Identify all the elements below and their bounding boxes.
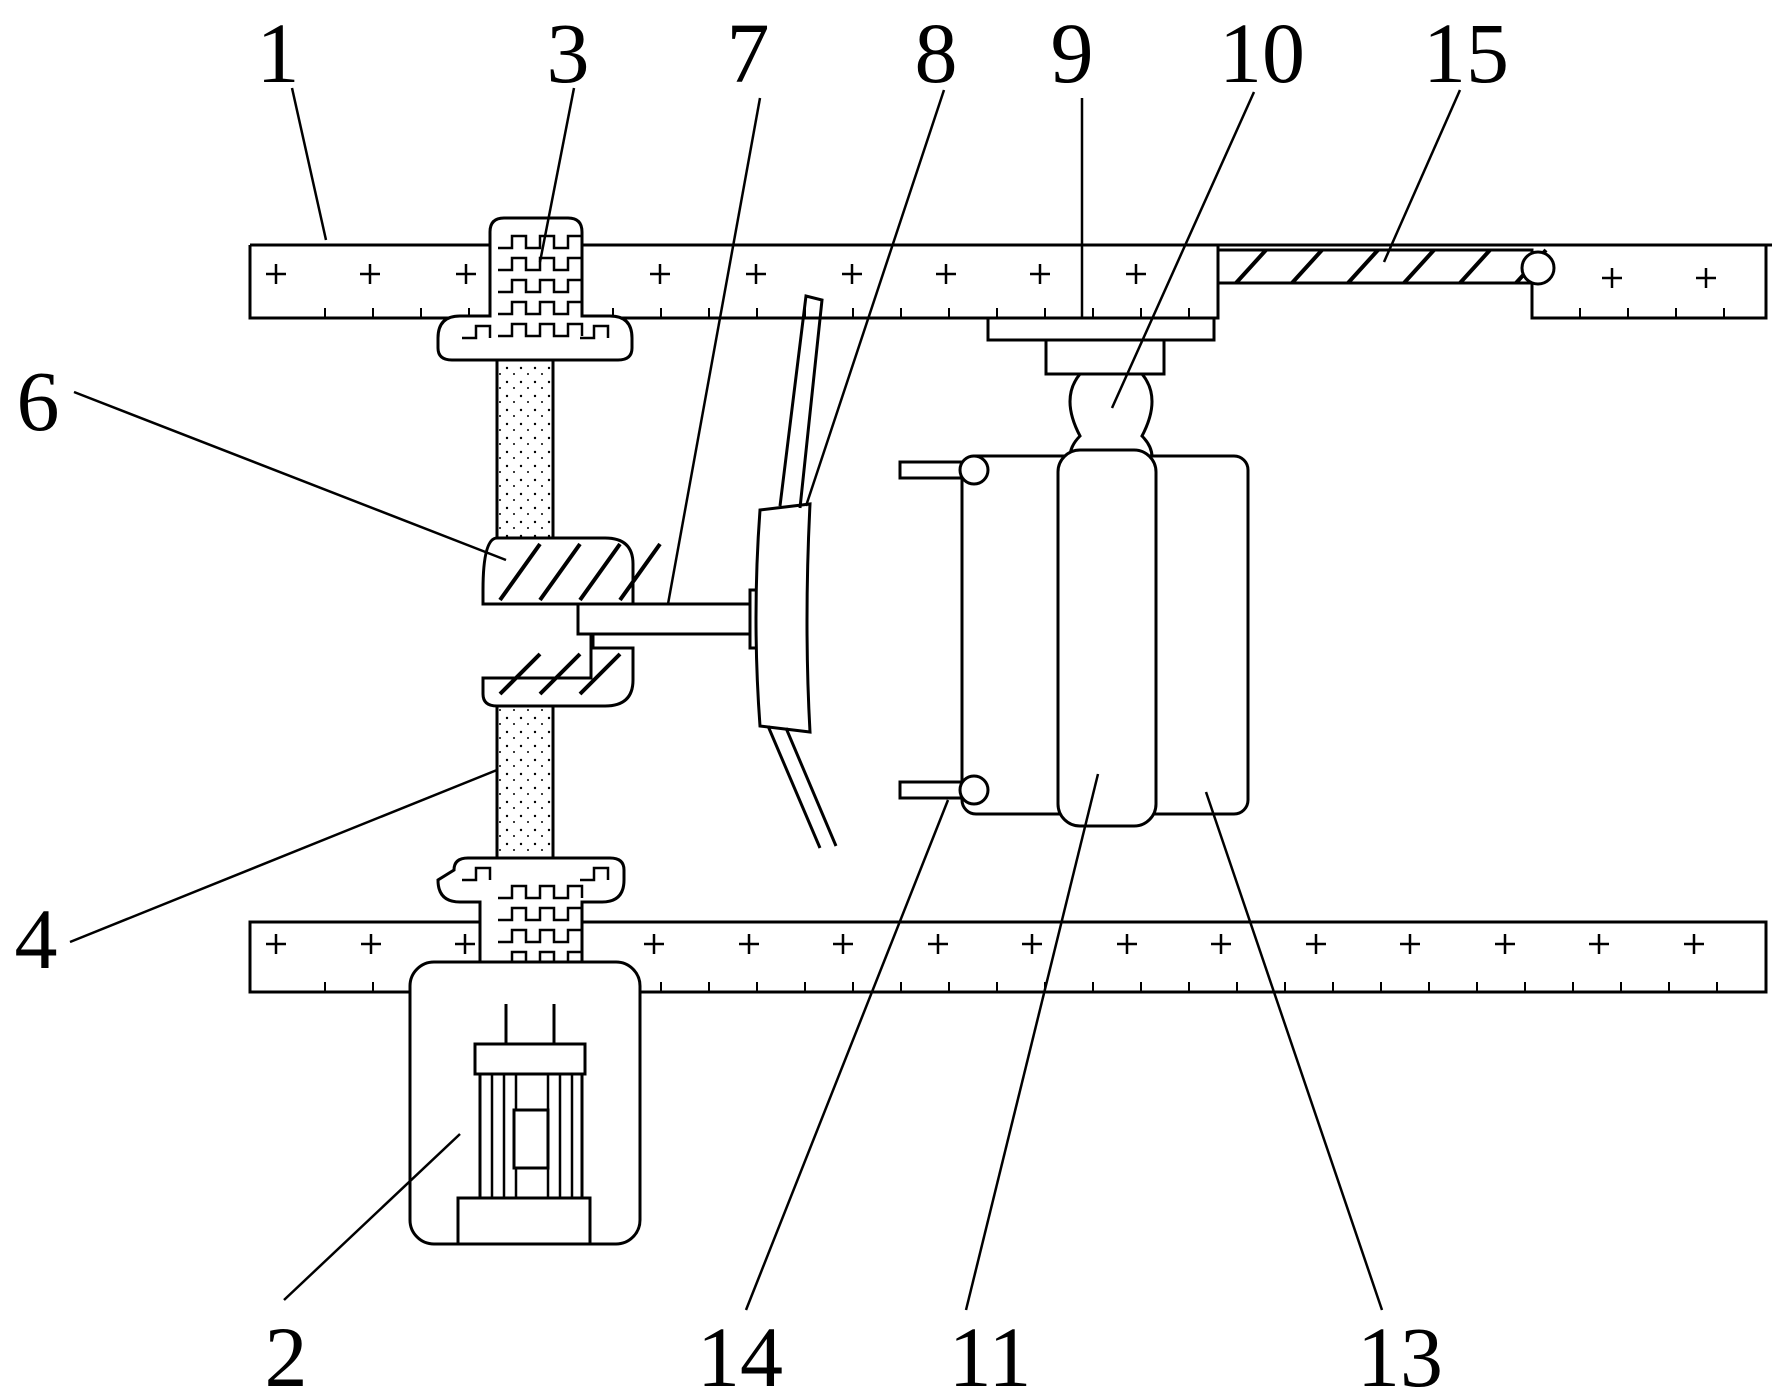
label-13: 13 bbox=[1357, 1309, 1443, 1397]
label-6: 6 bbox=[17, 353, 60, 449]
coupling bbox=[481, 536, 662, 708]
bottom-rail bbox=[248, 920, 1768, 994]
scraper-blade bbox=[754, 294, 838, 849]
mount-plate bbox=[986, 316, 1216, 376]
pin-top bbox=[898, 454, 990, 486]
upper-shaft bbox=[495, 358, 555, 540]
pin-bottom bbox=[898, 774, 990, 806]
label-1: 1 bbox=[257, 5, 300, 101]
label-2: 2 bbox=[265, 1309, 308, 1397]
label-15: 15 bbox=[1423, 5, 1509, 101]
label-7: 7 bbox=[727, 5, 770, 101]
top-bearing bbox=[436, 216, 634, 362]
top-rail-plus-marks bbox=[266, 264, 1716, 288]
lower-shaft bbox=[495, 686, 555, 860]
motor-housing bbox=[408, 960, 642, 1246]
cleaning-box bbox=[960, 448, 1250, 828]
label-3: 3 bbox=[547, 5, 590, 101]
leader-lines bbox=[69, 87, 1462, 1311]
label-4: 4 bbox=[15, 891, 58, 987]
bottom-rail-plus-marks bbox=[266, 934, 1704, 954]
label-10: 10 bbox=[1219, 5, 1305, 101]
hatched-slide-bar bbox=[1216, 248, 1556, 286]
push-rod bbox=[576, 588, 760, 650]
label-9: 9 bbox=[1051, 5, 1094, 101]
label-8: 8 bbox=[915, 5, 958, 101]
label-14: 14 bbox=[697, 1309, 783, 1397]
label-11: 11 bbox=[949, 1309, 1032, 1397]
